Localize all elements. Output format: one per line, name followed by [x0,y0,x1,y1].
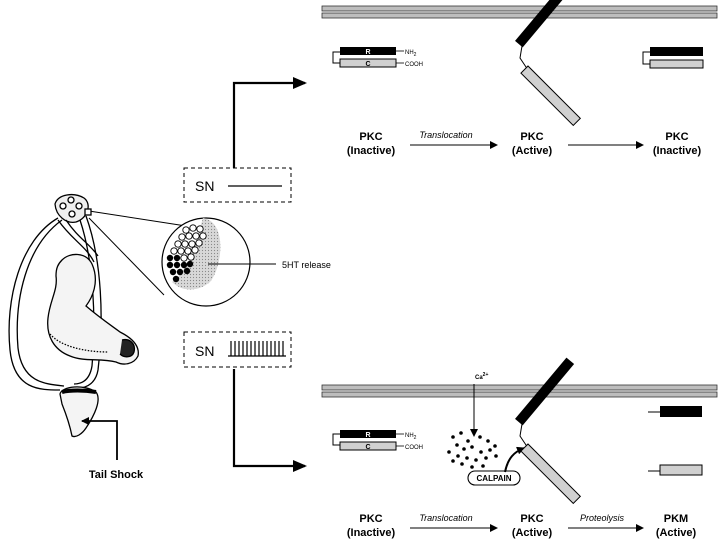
sn-bottom-spike-train [228,341,286,357]
top-pkc-reinactive-icon [642,47,704,69]
top-cooh-label: COOH [405,62,423,68]
tail-shock-arrow [81,417,118,460]
bottom-reg-label: R [365,432,370,439]
bottom-stage1-line1: PKC [359,513,382,525]
calpain-label: CALPAIN [477,474,512,483]
top-translocation-label: Translocation [419,130,472,140]
synapse-magnified-view [88,210,276,307]
top-reg-label: R [365,49,370,56]
top-stage1-line1: PKC [359,131,382,143]
upper-pathway-arrow [232,77,307,168]
top-pkc-active-icon [515,0,582,127]
top-stage2-line1: PKC [520,131,543,143]
top-nh2-label: NH2 [405,50,417,58]
pkm-fragments-icon [648,406,703,476]
bottom-nh2-label: NH2 [405,433,417,441]
5ht-release-label: 5HT release [282,260,331,270]
bottom-cat-label: C [365,444,370,451]
tail-shock-label: Tail Shock [89,469,144,481]
sn-box-bottom: SN [183,331,292,368]
bottom-proteolysis-label: Proteolysis [580,513,625,523]
calpain-cleavage-arrow [504,446,525,473]
sn-bottom-label: SN [195,343,214,359]
bottom-translocation-label: Translocation [419,513,472,523]
top-stage2-line2: (Active) [512,145,553,157]
top-cat-label: C [365,61,370,68]
top-stage1-line2: (Inactive) [347,145,396,157]
aplysia-illustration [8,193,139,438]
bottom-stage3-line2: (Active) [656,527,697,539]
bottom-stage2-line1: PKC [520,513,543,525]
bottom-cooh-label: COOH [405,445,423,451]
sn-top-label: SN [195,178,214,194]
bottom-stage1-line2: (Inactive) [347,527,396,539]
bottom-stage2-line2: (Active) [512,527,553,539]
top-membrane [321,5,718,19]
top-stage3-line1: PKC [665,131,688,143]
bottom-pkc-active-icon [515,357,582,505]
calcium-label: Ca2+ [475,372,488,381]
bottom-stage3-line1: PKM [664,513,688,525]
sn-box-top: SN [183,167,292,203]
lower-pathway-arrow [232,369,307,472]
bottom-membrane [321,384,718,398]
synaptic-vesicles [166,224,207,283]
calpain-enzyme: CALPAIN [467,446,525,486]
top-stage3-line2: (Inactive) [653,145,702,157]
top-pkc-inactive-icon: R C NH2 COOH [332,47,423,68]
bottom-pkc-inactive-icon: R C NH2 COOH [332,430,423,451]
calcium-ions [447,431,498,469]
